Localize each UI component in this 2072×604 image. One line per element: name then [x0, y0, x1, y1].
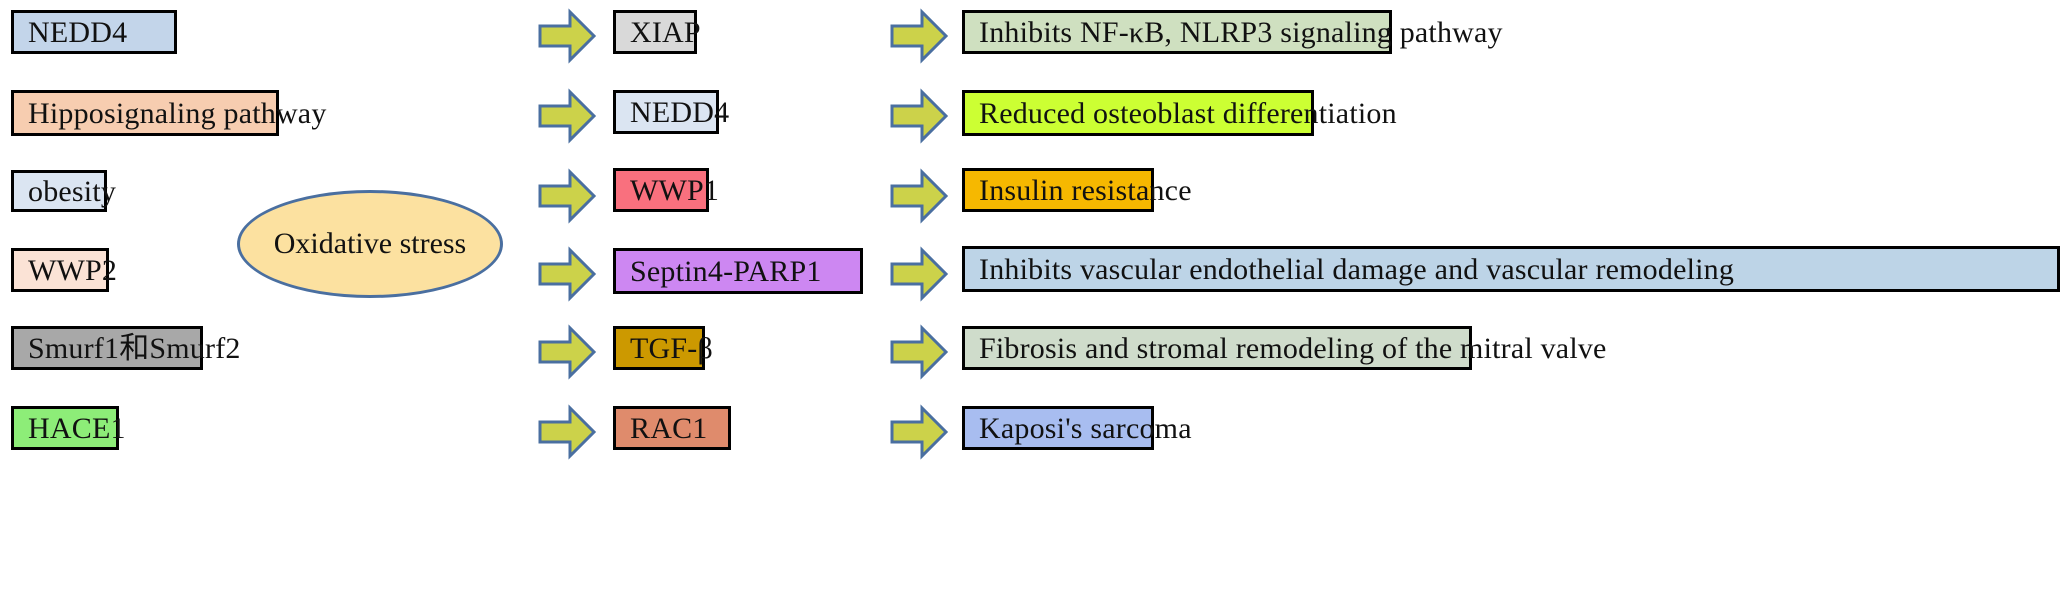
- oxidative-stress-ellipse: Oxidative stress: [237, 190, 503, 298]
- target-node-label: XIAP: [630, 15, 701, 49]
- outcome-node-1[interactable]: Reduced osteoblast differentiation: [962, 90, 1397, 136]
- source-node-label: HACE1: [28, 411, 126, 445]
- outcome-node-3[interactable]: Inhibits vascular endothelial damage and…: [962, 246, 2060, 292]
- target-node-label: Septin4-PARP1: [630, 254, 822, 288]
- right-block-arrow-icon: [889, 404, 949, 460]
- target-node-label: NEDD4: [630, 95, 730, 129]
- source-node-5[interactable]: HACE1: [11, 406, 125, 450]
- target-node-2[interactable]: WWP1: [613, 168, 719, 212]
- right-block-arrow-icon: [537, 168, 597, 224]
- outcome-node-label: Fibrosis and stromal remodeling of the m…: [979, 331, 1607, 365]
- right-block-arrow-icon: [537, 8, 597, 64]
- outcome-node-5[interactable]: Kaposi's sarcoma: [962, 406, 1192, 450]
- outcome-node-label: Inhibits vascular endothelial damage and…: [979, 252, 1735, 286]
- target-node-3[interactable]: Septin4-PARP1: [613, 248, 863, 294]
- source-node-4[interactable]: Smurf1和Smurf2: [11, 326, 240, 370]
- target-node-label: TGF-β: [630, 331, 713, 365]
- outcome-node-label: Insulin resistance: [979, 173, 1192, 207]
- target-node-label: RAC1: [630, 411, 708, 445]
- source-node-0[interactable]: NEDD4: [11, 10, 177, 54]
- outcome-node-4[interactable]: Fibrosis and stromal remodeling of the m…: [962, 326, 1606, 370]
- target-node-1[interactable]: NEDD4: [613, 90, 729, 134]
- target-node-4[interactable]: TGF-β: [613, 326, 713, 370]
- right-block-arrow-icon: [889, 324, 949, 380]
- outcome-node-2[interactable]: Insulin resistance: [962, 168, 1192, 212]
- source-node-label: NEDD4: [28, 15, 128, 49]
- right-block-arrow-icon: [889, 246, 949, 302]
- target-node-0[interactable]: XIAP: [613, 10, 701, 54]
- outcome-node-label: Kaposi's sarcoma: [979, 411, 1192, 445]
- right-block-arrow-icon: [889, 88, 949, 144]
- outcome-node-label: Reduced osteoblast differentiation: [979, 96, 1397, 130]
- source-node-label: Hipposignaling pathway: [28, 96, 327, 130]
- target-node-label: WWP1: [630, 173, 720, 207]
- outcome-node-label: Inhibits NF-κB, NLRP3 signaling pathway: [979, 15, 1503, 49]
- target-node-5[interactable]: RAC1: [613, 406, 731, 450]
- right-block-arrow-icon: [889, 168, 949, 224]
- outcome-node-0[interactable]: Inhibits NF-κB, NLRP3 signaling pathway: [962, 10, 1503, 54]
- source-node-3[interactable]: WWP2: [11, 248, 117, 292]
- source-node-label: Smurf1和Smurf2: [28, 331, 241, 365]
- right-block-arrow-icon: [537, 324, 597, 380]
- right-block-arrow-icon: [889, 8, 949, 64]
- source-node-label: obesity: [28, 174, 117, 208]
- right-block-arrow-icon: [537, 246, 597, 302]
- source-node-label: WWP2: [28, 253, 118, 287]
- right-block-arrow-icon: [537, 88, 597, 144]
- source-node-2[interactable]: obesity: [11, 170, 116, 212]
- oxidative-stress-label: Oxidative stress: [273, 227, 467, 260]
- source-node-1[interactable]: Hipposignaling pathway: [11, 90, 326, 136]
- right-block-arrow-icon: [537, 404, 597, 460]
